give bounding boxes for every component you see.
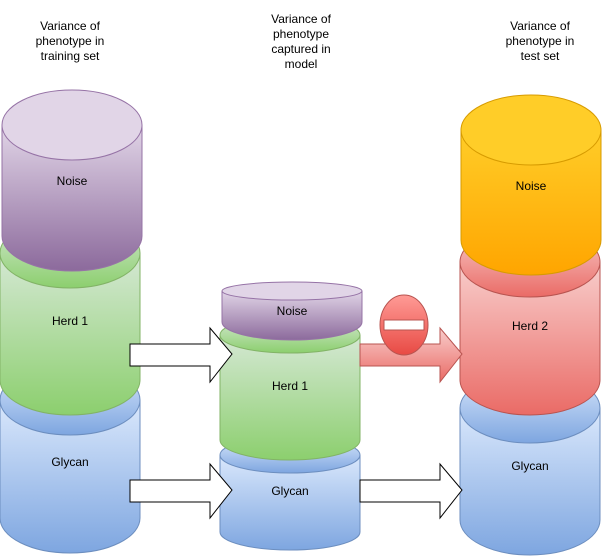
model-noise-cylinder: Noise [221,281,363,341]
training-noise-label: Noise [57,174,88,188]
arrow-glycan-model-to-test [359,462,463,520]
arrow-herd-model-to-test [359,326,463,384]
test-herd-label: Herd 2 [512,319,548,333]
training-glycan-label: Glycan [51,455,88,469]
minus-circle-icon [379,294,429,356]
header-model: Variance of phenotype captured in model [271,12,331,71]
model-noise-label: Noise [277,304,308,318]
training-noise-cylinder: Noise [1,89,143,272]
header-test: Variance of phenotype in test set [505,19,575,63]
test-noise-label: Noise [516,179,547,193]
arrow-glycan-training-to-model [129,462,233,520]
model-herd-label: Herd 1 [272,379,308,393]
header-training: Variance of phenotype in training set [35,19,105,63]
model-glycan-label: Glycan [271,484,308,498]
arrow-herd-training-to-model [129,326,233,384]
training-herd-label: Herd 1 [52,314,88,328]
test-noise-cylinder: Noise [460,94,602,276]
test-glycan-label: Glycan [511,459,548,473]
